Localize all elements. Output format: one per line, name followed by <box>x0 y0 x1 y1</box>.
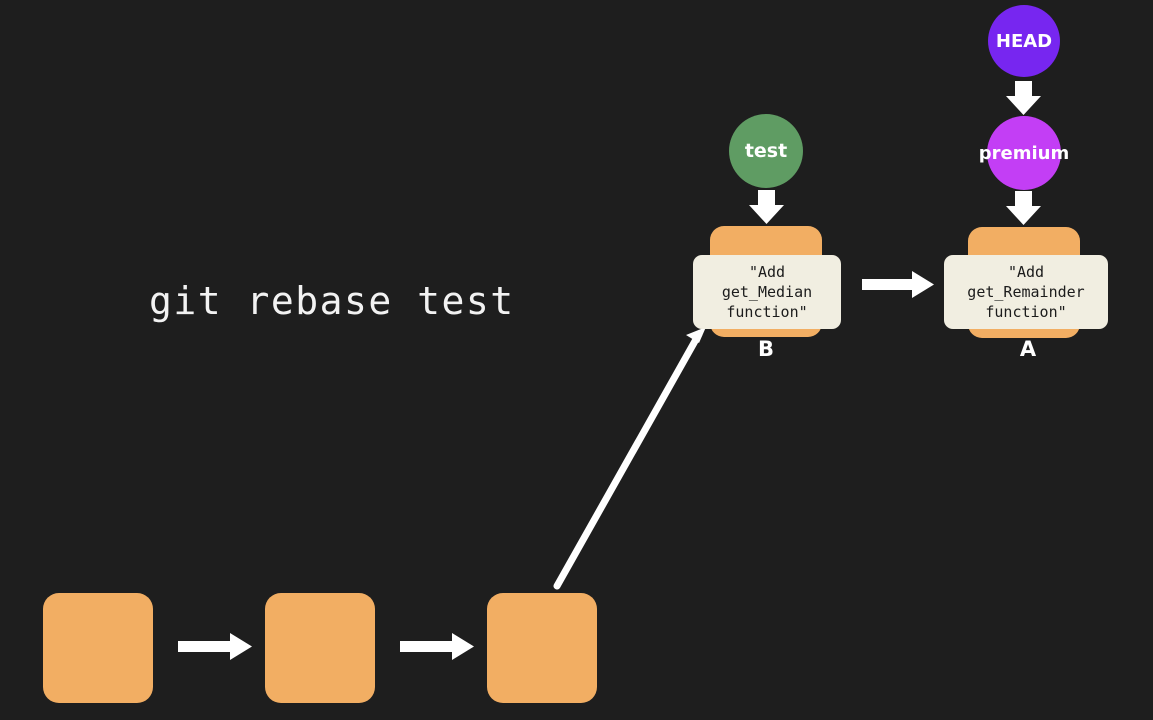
branch-label-premium-text: premium <box>978 142 1070 164</box>
commit-label-a: A <box>1019 337 1037 361</box>
arrow-history-3-to-commit-b <box>553 327 706 590</box>
branch-label-test[interactable]: test <box>729 114 803 188</box>
branch-label-premium[interactable]: premium <box>979 116 1069 190</box>
arrow-history-1-to-history-2 <box>178 633 252 660</box>
arrow-head-to-premium <box>1006 81 1041 115</box>
commit-message-b: "Add get_Median function" <box>693 255 841 329</box>
history-commit-2[interactable] <box>265 593 375 703</box>
arrow-premium-to-commit-a <box>1006 191 1041 225</box>
commit-label-b: B <box>757 337 774 361</box>
history-commit-1[interactable] <box>43 593 153 703</box>
commit-message-a: "Add get_Remainder function" <box>944 255 1108 329</box>
page-title: git rebase test <box>149 279 515 323</box>
branch-label-test-text: test <box>744 140 788 162</box>
history-commit-3[interactable] <box>487 593 597 703</box>
arrow-history-2-to-history-3 <box>400 633 474 660</box>
branch-label-head[interactable]: HEAD <box>988 5 1060 77</box>
arrow-commit-b-to-commit-a <box>862 271 934 298</box>
arrow-test-to-commit-b <box>749 190 784 224</box>
branch-label-head-text: HEAD <box>995 30 1053 52</box>
